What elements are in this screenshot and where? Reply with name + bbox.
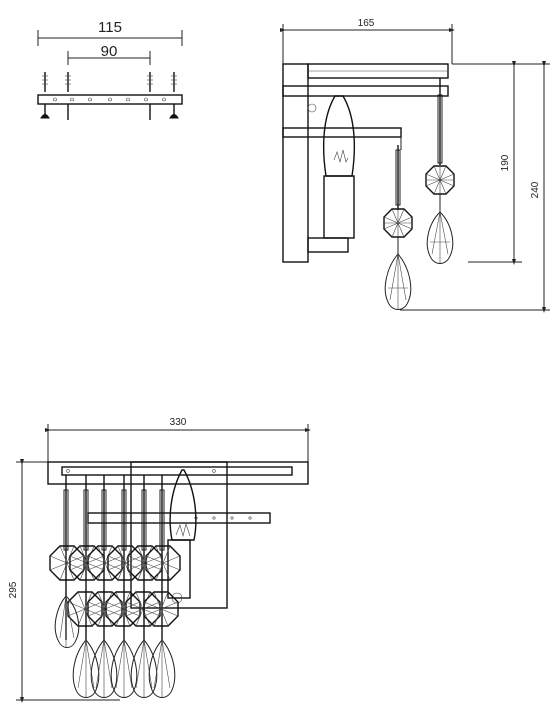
- front-candle-bulb: [167, 469, 197, 604]
- crystal-row-lower: [67, 591, 179, 627]
- front-wall-plate: [130, 461, 228, 609]
- dimension-115: 115: [37, 19, 183, 46]
- mount-plate-view: 115 90: [37, 19, 183, 120]
- mid-rail: [282, 85, 449, 97]
- dimension-190: 190: [452, 61, 522, 265]
- label-165: 165: [358, 18, 375, 29]
- mounting-plate: [37, 94, 183, 105]
- label-240: 240: [530, 181, 541, 198]
- crystal-row-upper: [49, 545, 181, 581]
- lower-arm: [282, 127, 402, 138]
- crystal-pendant-long: [425, 78, 455, 264]
- wall-plate: [282, 63, 309, 263]
- candle-sleeve: [323, 175, 355, 239]
- candle-bulb: [307, 95, 356, 253]
- dimension-90: 90: [67, 43, 151, 65]
- dimension-165: 165: [280, 18, 455, 64]
- label-295: 295: [8, 581, 19, 598]
- front-top-beam: [47, 461, 309, 485]
- anchors: [40, 104, 179, 120]
- front-view: 330 295: [8, 417, 311, 703]
- side-view: 165: [280, 18, 550, 313]
- teardrops-upper: [54, 595, 80, 648]
- dimension-330: 330: [45, 417, 311, 462]
- label-330: 330: [170, 417, 187, 428]
- mount-screws: [42, 72, 177, 92]
- plate-holes: [53, 97, 166, 102]
- dimension-240: 240: [400, 61, 550, 313]
- dimension-295: 295: [8, 459, 120, 703]
- front-side-arm: [87, 512, 271, 524]
- label-90: 90: [101, 43, 118, 60]
- teardrops-lower: [72, 639, 176, 698]
- label-190: 190: [500, 154, 511, 171]
- label-115: 115: [98, 19, 122, 36]
- crystal-pendant-short: [383, 145, 413, 310]
